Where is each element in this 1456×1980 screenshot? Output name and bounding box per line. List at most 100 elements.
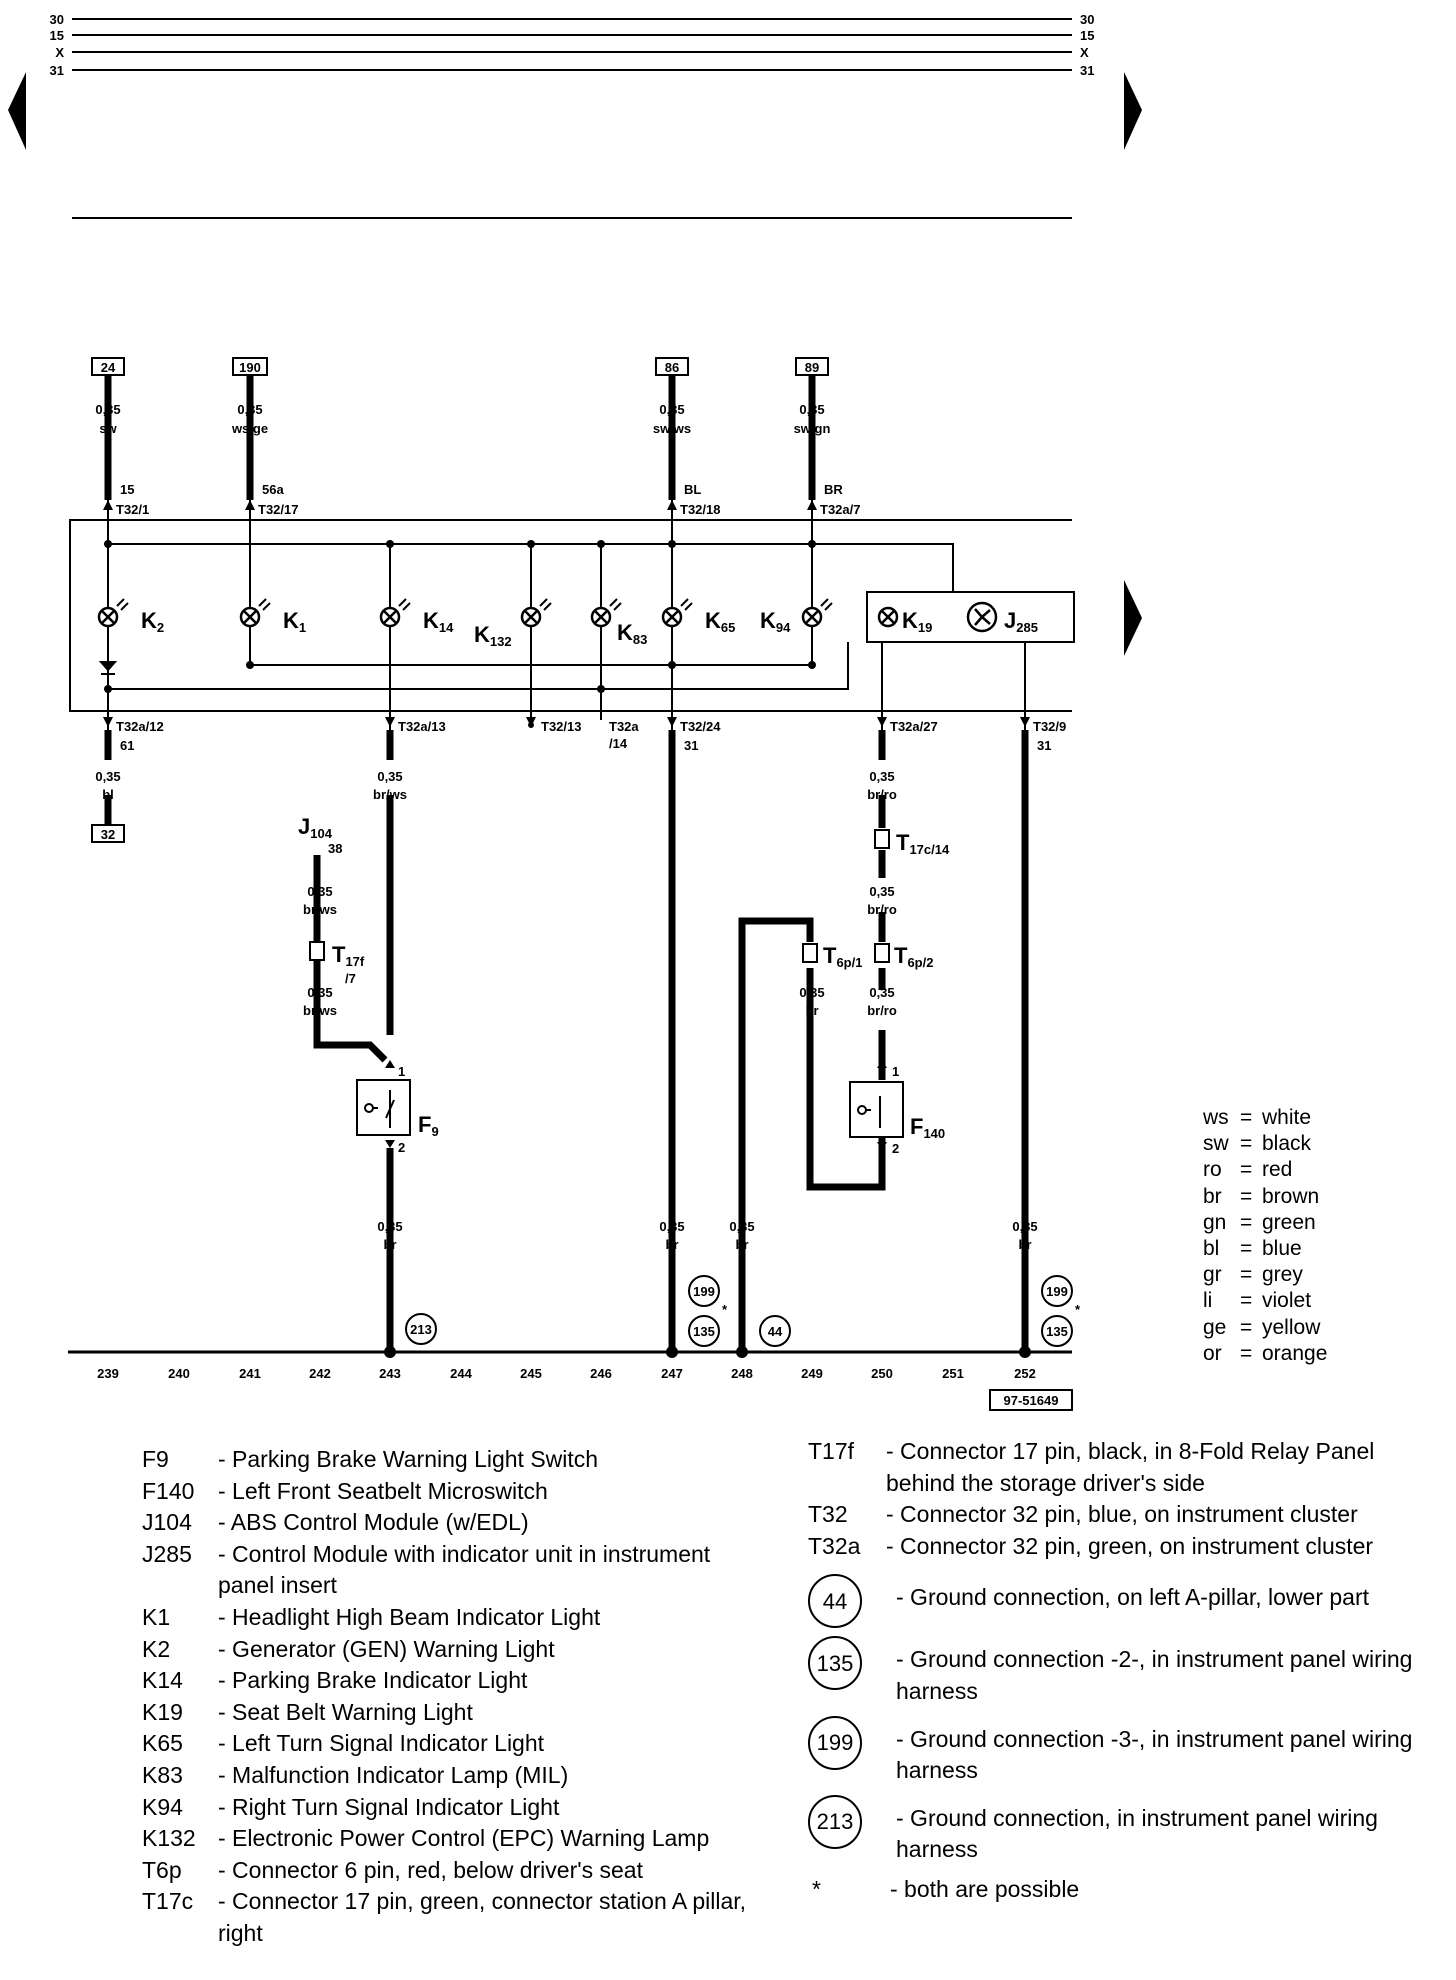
- column-numbers: 239 240 241 242 243 244 245 246 247 248 …: [97, 1366, 1036, 1381]
- out-t32a12-color: bl: [102, 787, 114, 802]
- feed-24-term: 15: [120, 482, 134, 497]
- feed-86-conn: T32/18: [680, 502, 720, 517]
- color-legend-row: ws=white: [1203, 1105, 1327, 1131]
- feed-89-color: sw/gn: [794, 421, 831, 436]
- bus-label-x-right: X: [1080, 45, 1089, 60]
- t6p2-size: 0,35: [869, 985, 894, 1000]
- lamp-labels: K2 K1 K14 K132 K83 K65 K94 K19 J285: [141, 608, 1038, 649]
- color-code: sw: [1203, 1132, 1229, 1156]
- legend-code: J285: [142, 1540, 192, 1567]
- color-equals: =: [1240, 1341, 1253, 1365]
- color-equals: =: [1240, 1315, 1253, 1339]
- t6p2-label: T6p/2: [894, 943, 933, 970]
- w247-size: 0,35: [659, 1219, 684, 1234]
- diode-icon: [98, 661, 118, 675]
- color-legend-row: gr=grey: [1203, 1262, 1327, 1288]
- j104-size: 0,35: [307, 884, 332, 899]
- t6p2-color: br/ro: [867, 1003, 897, 1018]
- continue-arrow-icon[interactable]: [1124, 580, 1142, 656]
- bus-label-30-left: 30: [50, 12, 64, 27]
- feed-terminal-labels: 15 T32/1 56a T32/17 BL T32/18 BR T32a/7: [116, 482, 860, 517]
- color-code: li: [1203, 1289, 1213, 1313]
- legend-row: T17c- Connector 17 pin, green, connector…: [142, 1886, 762, 1949]
- output-thick-wires: [104, 730, 1029, 1350]
- asterisk-b: *: [1075, 1302, 1081, 1317]
- feed-24-conn: T32/1: [116, 502, 149, 517]
- bus-label-15-left: 15: [50, 28, 64, 43]
- lamp-k19-label: K19: [902, 608, 932, 635]
- f140-switch[interactable]: F140 1 2: [849, 1030, 945, 1156]
- color-name: white: [1262, 1106, 1312, 1129]
- out-31-a: 31: [684, 738, 698, 753]
- ground-legend-row: 44- Ground connection, on left A-pillar,…: [808, 1574, 1448, 1629]
- legend-code: K2: [142, 1635, 171, 1662]
- legend-desc: - Malfunction Indicator Lamp (MIL): [218, 1761, 569, 1788]
- out-t3213: T32/13: [541, 719, 581, 734]
- legend-row: K1- Headlight High Beam Indicator Light: [142, 1602, 762, 1634]
- feed-89-box: 89: [805, 360, 819, 375]
- lamp-k94-label: K94: [760, 608, 791, 635]
- color-code: ge: [1203, 1315, 1227, 1339]
- bus-label-15-right: 15: [1080, 28, 1094, 43]
- color-legend-row: gn=green: [1203, 1210, 1327, 1236]
- color-name: red: [1262, 1158, 1293, 1182]
- feed-24-color: sw: [99, 421, 117, 436]
- page-forward-arrow-icon[interactable]: [1124, 72, 1142, 150]
- output-32-box: 32: [101, 827, 115, 842]
- legend-row: K65- Left Turn Signal Indicator Light: [142, 1728, 762, 1760]
- f9-switch[interactable]: F9 1 2 0,35 br: [356, 1060, 439, 1252]
- legend-desc: - Control Module with indicator unit in …: [218, 1540, 711, 1599]
- legend-code: T6p: [142, 1856, 182, 1883]
- legend-desc: - ABS Control Module (w/EDL): [218, 1509, 529, 1536]
- color-code: bl: [1203, 1237, 1220, 1261]
- lamp-k83-icon: [590, 606, 612, 628]
- svg-text:246: 246: [590, 1366, 612, 1381]
- color-name: black: [1262, 1132, 1312, 1156]
- feed-190-size: 0,35: [237, 402, 262, 417]
- color-name: yellow: [1262, 1315, 1321, 1339]
- legend-code: F9: [142, 1446, 169, 1472]
- t6p-connectors: T6p/1 T6p/2 0,35 br 0,35 br/ro: [799, 943, 933, 1018]
- feed-89-conn: T32a/7: [820, 502, 860, 517]
- junction-dots: [104, 540, 816, 693]
- f9-pin1: 1: [398, 1064, 405, 1079]
- t17c-connector: T17c/14 0,35 br/ro: [867, 829, 950, 917]
- j104-label: J104: [298, 814, 333, 841]
- color-name: blue: [1262, 1237, 1302, 1261]
- color-name: violet: [1262, 1289, 1312, 1313]
- ground-circles: [405, 1275, 1073, 1347]
- feed-190-color: ws/ge: [231, 421, 268, 436]
- legend-desc: - Connector 6 pin, red, below driver's s…: [218, 1856, 643, 1883]
- lamp-rays: [116, 598, 833, 611]
- lamp-k1-icon: [239, 606, 261, 628]
- instrument-cluster-outline: [69, 519, 1075, 712]
- out-31-b: 31: [1037, 738, 1051, 753]
- ground-number-icon: 213: [808, 1794, 862, 1849]
- page-back-arrow-icon[interactable]: [8, 72, 26, 150]
- t6p1-label: T6p/1: [823, 943, 862, 970]
- t17c-size: 0,35: [869, 884, 894, 899]
- lamp-icons: [97, 601, 998, 633]
- legend-row: K94- Right Turn Signal Indicator Light: [142, 1792, 762, 1824]
- svg-text:242: 242: [309, 1366, 331, 1381]
- out-t32a12: T32a/12: [116, 719, 164, 734]
- legend-desc: - Connector 32 pin, blue, on instrument …: [886, 1501, 1358, 1528]
- legend-row: F140- Left Front Seatbelt Microswitch: [142, 1476, 762, 1508]
- t17c-label: T17c/14: [896, 830, 950, 857]
- power-bus: [72, 18, 1072, 219]
- ground-legend-row: 213- Ground connection, in instrument pa…: [808, 1794, 1448, 1866]
- legend-code: K132: [142, 1825, 196, 1852]
- legend-code: T32: [808, 1501, 848, 1528]
- out-t32a27-size: 0,35: [869, 769, 894, 784]
- legend-code: J104: [142, 1509, 192, 1536]
- feed-24-size: 0,35: [95, 402, 120, 417]
- legend-desc: - Left Front Seatbelt Microswitch: [218, 1477, 548, 1504]
- legend-code: T17f: [808, 1438, 855, 1464]
- feed-boxes: [91, 357, 829, 376]
- out-t32a13-size: 0,35: [377, 769, 402, 784]
- figure-id-text: 97-51649: [1004, 1393, 1059, 1408]
- legend-row: T6p - Connector 6 pin, red, below driver'…: [142, 1855, 762, 1887]
- out-t32a13: T32a/13: [398, 719, 446, 734]
